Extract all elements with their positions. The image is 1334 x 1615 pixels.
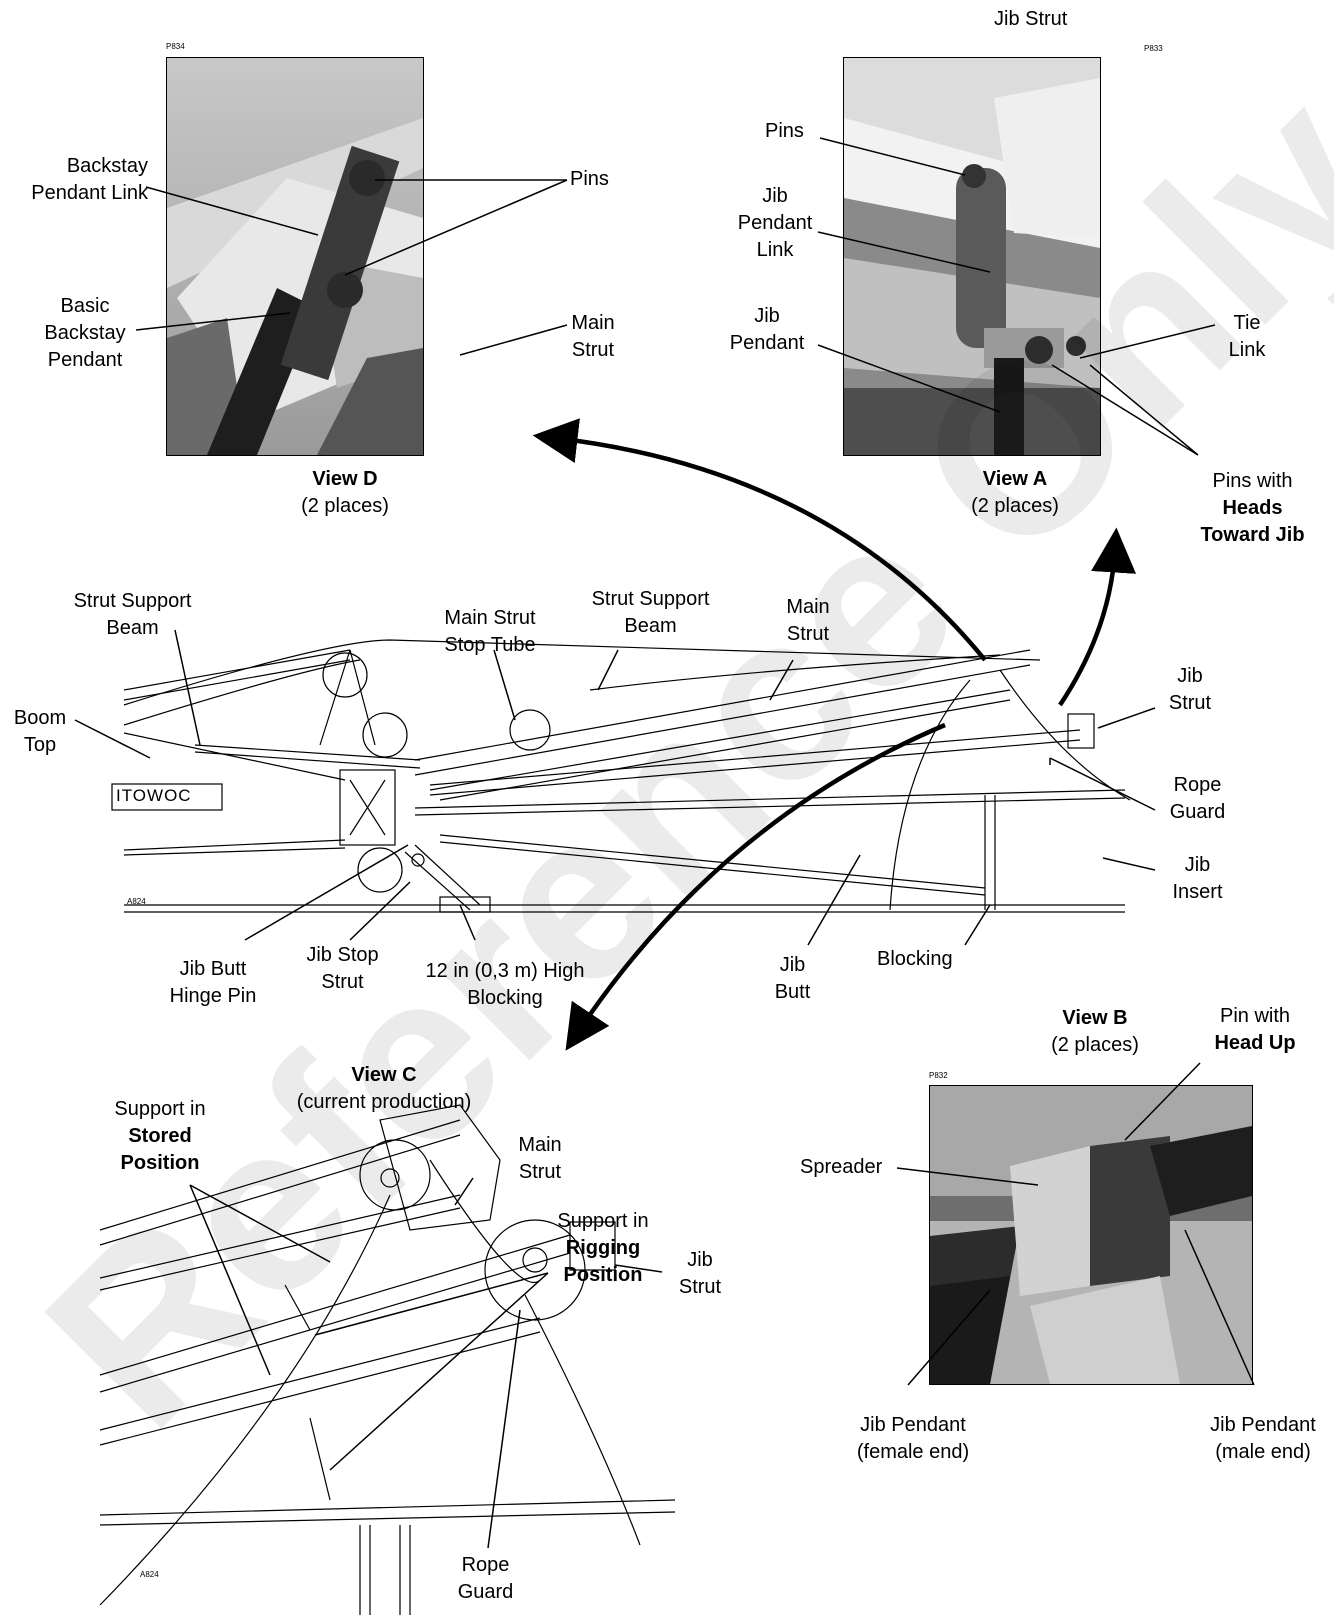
view-d-label-basic-backstay-pendant: Basic Backstay Pendant xyxy=(44,295,126,371)
view-a-label-tie-link: Tie Link xyxy=(1228,312,1266,361)
view-b-caption: View B (2 places) xyxy=(1051,1007,1139,1056)
main-label-strut-support-beam-left: Strut Support Beam xyxy=(73,590,192,639)
view-c-label-rope-guard: Rope Guard xyxy=(457,1554,514,1603)
view-arrows xyxy=(532,418,1137,1051)
main-label-jib-butt: Jib Butt xyxy=(774,954,811,1003)
view-b-label-jib-pendant-female: Jib Pendant (female end) xyxy=(856,1414,970,1463)
view-a-label-jib-pendant: Jib Pendant xyxy=(729,305,805,354)
code-p833: P833 xyxy=(1144,44,1163,53)
main-label-main-strut: Main Strut xyxy=(786,596,830,645)
code-a824-main: A824 xyxy=(127,897,146,906)
view-d-caption: View D (2 places) xyxy=(301,468,389,517)
view-b-photo xyxy=(929,1085,1253,1385)
view-b-photo-art xyxy=(930,1086,1252,1384)
view-a-label-pins-heads-toward-jib: Pins with Heads Toward Jib xyxy=(1200,470,1305,546)
main-label-jib-butt-hinge-pin: Jib Butt Hinge Pin xyxy=(169,958,257,1007)
main-label-strut-support-beam-right: Strut Support Beam xyxy=(591,588,710,637)
main-label-blocking: Blocking xyxy=(877,948,953,970)
main-label-high-blocking: 12 in (0,3 m) High Blocking xyxy=(425,960,585,1009)
view-b-label-pin-head-up: Pin with Head Up xyxy=(1214,1005,1296,1054)
view-c-label-support-stored-position: Support in Stored Position xyxy=(114,1098,206,1174)
view-a-label-pins: Pins xyxy=(765,120,804,142)
view-d-label-backstay-pendant-link: Backstay Pendant Link xyxy=(31,155,148,204)
code-p832: P832 xyxy=(929,1071,948,1080)
view-b-label-spreader: Spreader xyxy=(800,1156,883,1178)
main-rigging-drawing xyxy=(111,639,1131,913)
view-c-label-support-rigging-position: Support in Rigging Position xyxy=(557,1210,649,1286)
view-c-caption: View C (current production) xyxy=(296,1064,472,1113)
view-d-photo-art xyxy=(167,58,423,455)
main-label-rope-guard: Rope Guard xyxy=(1169,774,1226,823)
view-c-drawing xyxy=(99,1104,676,1615)
main-label-boom-top: Boom Top xyxy=(13,707,67,756)
view-c-label-jib-strut: Jib Strut xyxy=(678,1249,722,1298)
boom-logo-text: ITOWOC xyxy=(116,786,192,805)
main-label-jib-insert: Jib Insert xyxy=(1172,854,1223,903)
main-label-jib-stop-strut: Jib Stop Strut xyxy=(306,944,379,993)
view-d-label-main-strut: Main Strut xyxy=(571,312,615,361)
view-a-photo-art xyxy=(844,58,1100,455)
view-d-photo xyxy=(166,57,424,456)
leader-lines xyxy=(74,137,1255,1549)
code-a824-c: A824 xyxy=(140,1570,159,1579)
view-a-label-jib-pendant-link: Jib Pendant Link xyxy=(737,185,813,261)
view-a-photo xyxy=(843,57,1101,456)
view-d-label-pins: Pins xyxy=(570,168,609,190)
view-a-label-jib-strut: Jib Strut xyxy=(994,8,1068,30)
view-b-label-jib-pendant-male: Jib Pendant (male end) xyxy=(1210,1414,1316,1463)
view-a-caption: View A (2 places) xyxy=(971,468,1059,517)
code-p834: P834 xyxy=(166,42,185,51)
main-label-jib-strut: Jib Strut xyxy=(1168,665,1212,714)
view-c-label-main-strut: Main Strut xyxy=(518,1134,562,1183)
main-label-main-strut-stop-tube: Main Strut Stop Tube xyxy=(444,607,536,656)
